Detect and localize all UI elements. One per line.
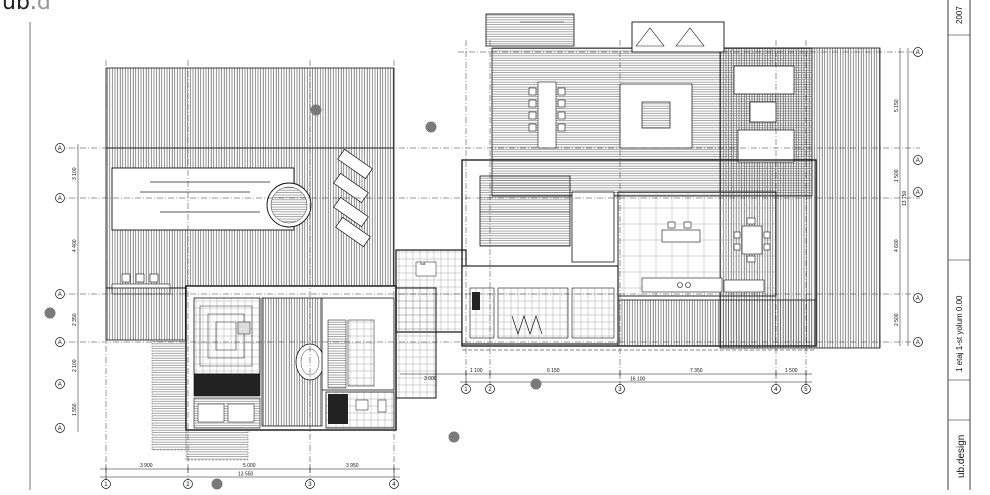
axis-label-bottom: 2 [186,482,190,488]
dimension-text: 4 600 [894,239,900,252]
axis-label-left: A [58,292,62,298]
sauna-bench [193,373,261,397]
axis-label-bottom: 2 [488,387,492,393]
dimension-text: 6 150 [547,368,560,374]
sun-loungers [333,148,373,248]
sauna-room [193,297,261,375]
dimension-text: 4 400 [72,239,78,252]
exterior-stairs-left [151,339,249,461]
dimension-text: 3 950 [346,463,359,469]
axis-label-right: A [916,158,920,164]
logo-main-text: ub [2,0,30,15]
dining-table-set [528,81,566,149]
title-block: 2007 1 etaj 1-st yolum 0.00 ub.design [947,0,971,490]
svg-text:hall: hall [420,262,426,266]
dimension-chain-bottom-right [400,370,812,385]
axis-label-bottom: 4 [774,387,778,393]
dimension-text: 5 000 [243,463,256,469]
storage-room [571,287,615,339]
dimension-text: 3 100 [72,167,78,180]
dimension-text: 3 000 [424,376,437,382]
axis-label-right: A [916,190,920,196]
dimension-text: 7 350 [690,368,703,374]
company-logo: ub.d [2,0,51,14]
axis-label-left: A [58,146,62,152]
axis-markers-bottom-left [101,479,399,489]
top-stairs [485,13,575,47]
axis-label-right: A [916,340,920,346]
logo-dot: . [29,0,37,15]
south-terrace [617,299,817,347]
pantry [571,191,615,263]
dimension-text: 5 150 [894,99,900,112]
axis-label-left: A [58,382,62,388]
dimension-total: 13 750 [902,190,908,206]
lower-terrace [105,287,187,341]
dimension-total: 16 100 [630,377,646,383]
axis-label-right: A [916,50,920,56]
dimension-text: 3 900 [140,463,153,469]
axis-label-bottom: 1 [104,482,108,488]
kitchen-island [661,221,701,243]
kitchen-counter [641,277,765,293]
axis-markers-bottom-right [461,384,811,394]
dimension-text: 2 500 [894,313,900,326]
axis-label-bottom: 5 [804,387,808,393]
dimension-chain-bottom-left [100,465,400,480]
dimension-text: 1 550 [72,403,78,416]
internal-staircase [479,175,571,247]
axis-label-left: A [58,426,62,432]
pool-deck-roof [105,67,395,149]
grey-reference-dots [44,104,542,490]
dimension-text: 2 350 [72,313,78,326]
axis-label-bottom: 4 [392,482,396,488]
axis-label-left: A [58,340,62,346]
axis-label-right: A [916,296,920,302]
round-dining-table [733,217,771,263]
brand-label: ub.design [956,435,967,478]
balcony-bay [631,21,725,53]
swimming-pool [111,167,295,231]
dimension-text: 1 500 [894,169,900,182]
axis-markers-right [913,47,923,347]
dimension-text: 2 100 [72,359,78,372]
axis-label-bottom: 1 [464,387,468,393]
dimension-text: 1 100 [470,368,483,374]
axis-label-bottom: 3 [618,387,622,393]
dimension-text: 1 500 [785,368,798,374]
axis-label-bottom: 3 [308,482,312,488]
logo-accent-letter: d [36,0,51,15]
living-sofas [619,65,795,163]
year-label: 2007 [955,6,964,24]
axis-markers-left [55,143,65,433]
right-wing [461,13,881,351]
utility-room [497,287,569,339]
dimension-total: 13 550 [238,472,254,478]
sheet-title: 1 etaj 1-st yolum 0.00 [955,295,964,372]
left-wing: hall [105,67,467,461]
axis-label-left: A [58,196,62,202]
dimension-chain-right [899,48,909,346]
corridor-lower [395,287,437,399]
grid-lines [58,40,920,480]
